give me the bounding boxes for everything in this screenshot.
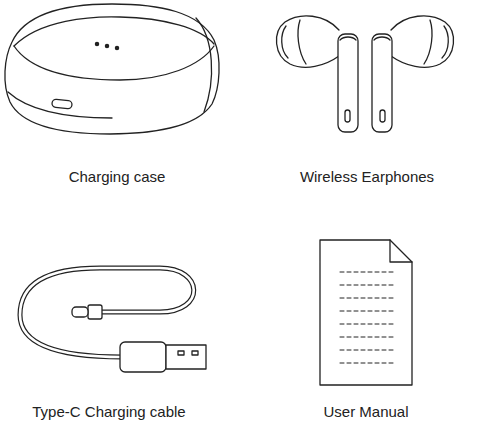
caption-label: Charging case xyxy=(69,168,166,186)
caption-label: Type-C Charging cable xyxy=(32,403,185,421)
earphones-drawing xyxy=(276,16,453,132)
caption-label: User Manual xyxy=(323,403,408,421)
caption-label: Wireless Earphones xyxy=(300,168,434,186)
cable-drawing xyxy=(20,268,206,372)
charging-case-drawing xyxy=(5,4,219,134)
manual-drawing xyxy=(320,240,412,385)
